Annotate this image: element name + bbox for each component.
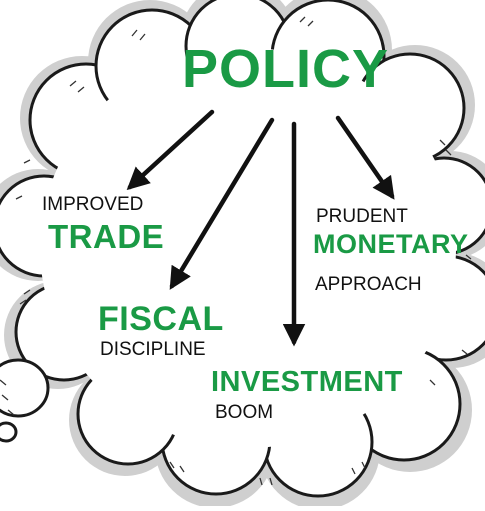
hatch-strokes xyxy=(0,16,472,486)
trade-pre-label: IMPROVED xyxy=(42,194,144,215)
arrow-to-fiscal xyxy=(169,117,275,290)
trade-label: TRADE xyxy=(48,218,165,255)
fiscal-label: FISCAL xyxy=(98,300,224,338)
thought-bubbles xyxy=(0,358,50,443)
monetary-pre-label: PRUDENT xyxy=(316,206,408,227)
fiscal-post-label: DISCIPLINE xyxy=(100,339,206,360)
policy-title: POLICY xyxy=(182,39,390,99)
cloud-body xyxy=(40,48,456,448)
arrow-to-monetary xyxy=(335,115,395,200)
arrow-to-trade xyxy=(126,109,215,191)
monetary-post-label: APPROACH xyxy=(315,274,422,295)
arrows xyxy=(126,109,395,347)
investment-post-label: BOOM xyxy=(215,402,274,423)
monetary-label: MONETARY xyxy=(313,229,469,259)
investment-label: INVESTMENT xyxy=(211,366,403,398)
